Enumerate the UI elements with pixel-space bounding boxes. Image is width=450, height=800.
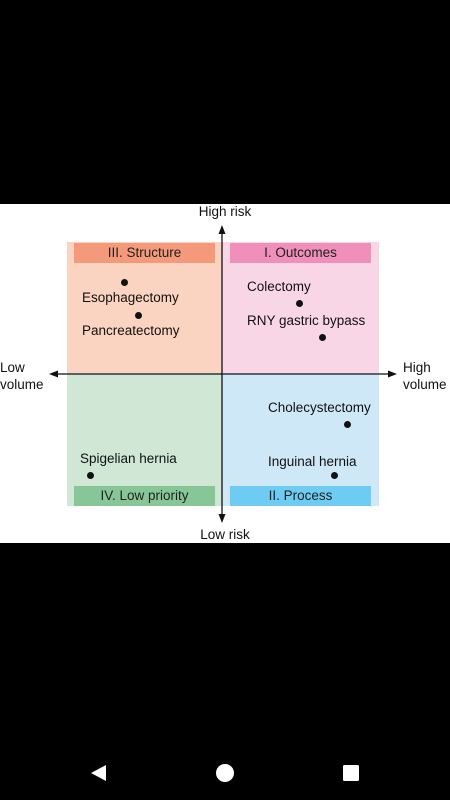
horizontal-axis-left-arrow (49, 370, 58, 378)
quadrant-process (222, 373, 379, 506)
axis-label-low-volume: Low volume (0, 359, 44, 393)
axis-label-low-risk: Low risk (200, 527, 250, 542)
quadrant-outcomes (222, 242, 379, 373)
axis-label-low-volume-line2: volume (0, 377, 44, 392)
axis-label-low-volume-line1: Low (0, 360, 25, 375)
quadrant-label-outcomes: I. Outcomes (230, 243, 371, 263)
marker-esophagectomy (121, 279, 128, 286)
axes (49, 225, 397, 523)
android-navigation-bar (0, 740, 450, 800)
procedure-cholecystectomy: Cholecystectomy (268, 400, 371, 415)
vertical-axis-top-arrow (218, 225, 226, 234)
quadrant-label-process: II. Process (230, 486, 371, 506)
navigation-buttons (91, 764, 359, 782)
quadrant-label-low-priority: IV. Low priority (74, 486, 215, 506)
procedure-esophagectomy: Esophagectomy (82, 290, 179, 305)
quadrant-low-priority (67, 373, 222, 506)
quadrant-label-structure: III. Structure (74, 243, 215, 263)
procedure-inguinal-hernia: Inguinal hernia (268, 454, 357, 469)
axis-label-high-risk: High risk (198, 204, 252, 219)
marker-pancreatectomy (135, 312, 142, 319)
axis-label-high-volume: High volume (403, 359, 447, 393)
procedure-spigelian-hernia: Spigelian hernia (80, 451, 177, 466)
marker-spigelian-hernia (87, 472, 94, 479)
quadrant-structure (67, 242, 222, 373)
quadrant-diagram: III. Structure I. Outcomes IV. Low prior… (0, 204, 450, 543)
vertical-axis-bottom-arrow (218, 514, 226, 523)
marker-rny-gastric-bypass (319, 334, 326, 341)
home-circle-icon[interactable] (216, 764, 234, 782)
marker-colectomy (296, 300, 303, 307)
axis-label-high-volume-line1: High (403, 360, 431, 375)
procedure-pancreatectomy: Pancreatectomy (82, 323, 180, 338)
axis-label-high-volume-line2: volume (403, 377, 447, 392)
recents-square-icon[interactable] (343, 765, 359, 781)
marker-inguinal-hernia (331, 472, 338, 479)
marker-cholecystectomy (344, 421, 351, 428)
back-triangle-icon[interactable] (91, 765, 106, 781)
procedure-colectomy: Colectomy (247, 279, 311, 294)
procedure-rny-gastric-bypass: RNY gastric bypass (247, 313, 366, 328)
horizontal-axis-right-arrow (388, 370, 397, 378)
